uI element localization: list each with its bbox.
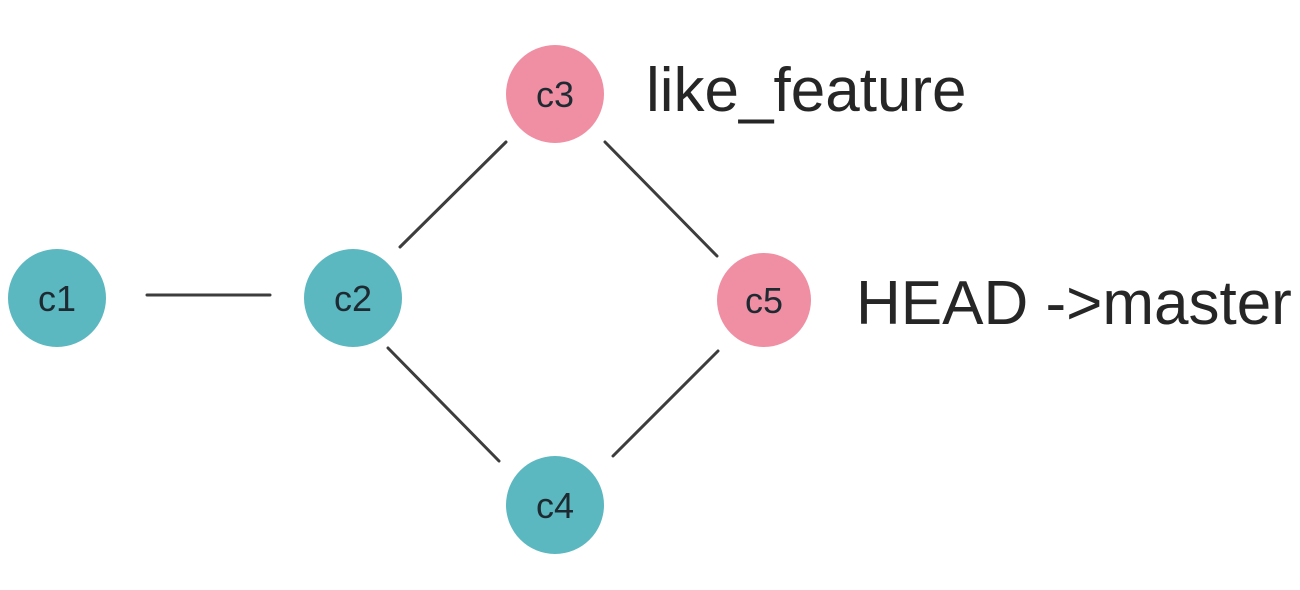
edge-c2-c3	[398, 140, 508, 249]
commit-node-label-c2: c2	[334, 278, 372, 319]
commit-node-c3	[506, 45, 604, 143]
edge-c3-c5	[603, 140, 719, 258]
commit-node-label-c1: c1	[38, 278, 76, 319]
commit-node-c2	[304, 249, 402, 347]
branch-label-head-master: HEAD ->master	[856, 269, 1292, 338]
commit-node-c1	[8, 249, 106, 347]
commit-node-label-c4: c4	[536, 485, 574, 526]
edge-c4-c5	[611, 349, 720, 458]
commit-node-c5	[717, 253, 811, 347]
edge-c2-c4	[386, 346, 501, 463]
branch-label-like-feature: like_feature	[646, 56, 967, 125]
commit-node-label-c5: c5	[745, 280, 783, 321]
commit-node-c4	[506, 456, 604, 554]
commit-node-label-c3: c3	[536, 74, 574, 115]
